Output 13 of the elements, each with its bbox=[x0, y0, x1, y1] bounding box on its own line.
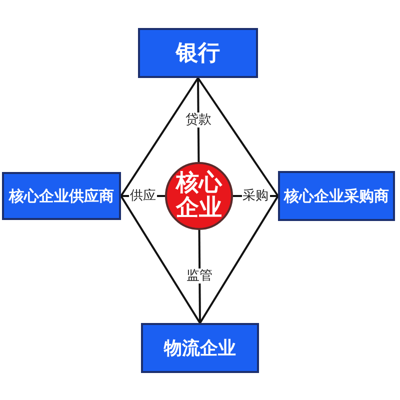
edge-label: 供应 bbox=[129, 188, 157, 204]
connector-line bbox=[120, 77, 199, 197]
connector-line bbox=[120, 195, 201, 324]
edge-label: 采购 bbox=[242, 188, 270, 204]
edge-label: 贷款 bbox=[184, 112, 212, 128]
entity-box: 银行 bbox=[138, 28, 258, 78]
edge-label: 监管 bbox=[186, 268, 214, 284]
connector-line bbox=[199, 195, 279, 324]
entity-box: 核心企业供应商 bbox=[2, 172, 121, 220]
hub-circle: 核心企业 bbox=[165, 162, 233, 230]
connector-line bbox=[197, 77, 279, 197]
entity-box: 物流企业 bbox=[141, 323, 259, 373]
entity-box: 核心企业采购商 bbox=[278, 171, 395, 221]
